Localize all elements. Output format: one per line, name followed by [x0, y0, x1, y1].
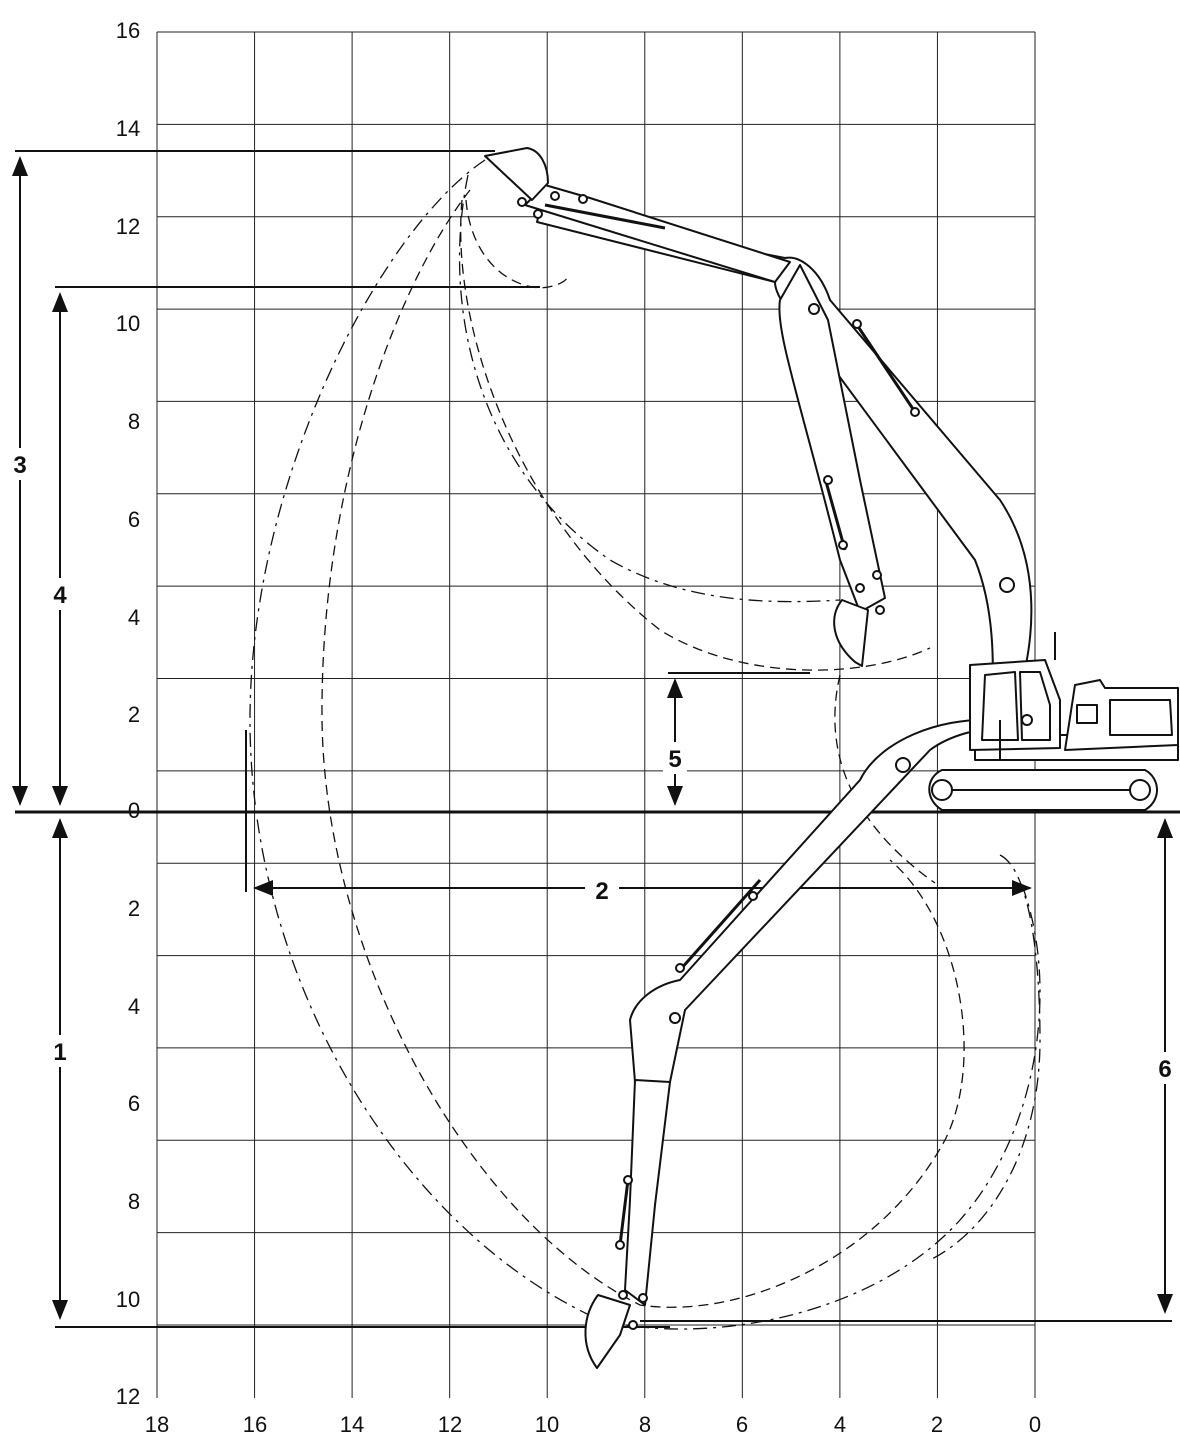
- y-tick-label: 12: [116, 214, 140, 239]
- y-tick-label: 6: [128, 507, 140, 532]
- y-tick-label: 8: [128, 1189, 140, 1214]
- dimension-label-6: 6: [1158, 1056, 1171, 1083]
- lowered-boom: [629, 718, 1001, 1083]
- lowered-stick: [624, 1079, 671, 1306]
- y-axis-tick-labels: 16 14 12 10 8 6 4 2 0 2 4 6 8 10 12: [116, 18, 140, 1409]
- x-tick-label: 4: [834, 1412, 846, 1437]
- mid-bucket: [833, 599, 869, 667]
- dimension-labels: 3 4 1 6 5 2: [8, 448, 1177, 1084]
- y-tick-label: 16: [116, 18, 140, 43]
- excavator-raised-position: [484, 147, 1033, 721]
- cab-window: [981, 671, 1019, 741]
- y-tick-label: 6: [128, 1091, 140, 1116]
- y-tick-label: 4: [128, 994, 140, 1019]
- excavator-lowered-position: [584, 718, 1001, 1369]
- boom-arc-mid: [460, 199, 931, 671]
- x-tick-label: 12: [438, 1412, 462, 1437]
- raised-stick-top: [524, 184, 791, 283]
- x-tick-label: 8: [639, 1412, 651, 1437]
- y-tick-label: 8: [128, 409, 140, 434]
- dimension-lines: [12, 150, 1173, 1328]
- dimension-label-3: 3: [13, 452, 26, 479]
- x-tick-label: 16: [243, 1412, 267, 1437]
- boom-arc-upper: [458, 174, 841, 603]
- raised-boom: [536, 209, 1033, 721]
- outer-reach-envelope: [249, 159, 1041, 1330]
- x-tick-label: 2: [931, 1412, 943, 1437]
- working-range-envelope: [249, 159, 1041, 1330]
- x-tick-label: 10: [535, 1412, 559, 1437]
- y-tick-label: 2: [128, 896, 140, 921]
- y-tick-label: 14: [116, 116, 140, 141]
- y-tick-label: 2: [128, 702, 140, 727]
- dimension-label-2: 2: [595, 878, 608, 905]
- y-tick-label: 12: [116, 1384, 140, 1409]
- excavator-body: [928, 632, 1179, 811]
- y-tick-label: 10: [116, 311, 140, 336]
- x-axis-tick-labels: 18 16 14 12 10 8 6 4 2 0: [145, 1412, 1041, 1437]
- raised-stick: [778, 264, 886, 613]
- ground-arc-right: [929, 854, 1041, 1261]
- x-tick-label: 14: [340, 1412, 364, 1437]
- lowered-bucket: [584, 1294, 631, 1369]
- dimension-label-4: 4: [53, 582, 67, 609]
- inner-reach-envelope: [321, 189, 965, 1308]
- x-tick-label: 0: [1029, 1412, 1041, 1437]
- raised-bucket: [484, 147, 549, 201]
- y-tick-label: 10: [116, 1287, 140, 1312]
- dimension-label-1: 1: [53, 1039, 66, 1066]
- counterweight: [1109, 699, 1173, 736]
- y-tick-label: 4: [128, 605, 140, 630]
- dimension-label-5: 5: [668, 746, 681, 773]
- x-tick-label: 6: [736, 1412, 748, 1437]
- x-tick-label: 18: [145, 1412, 169, 1437]
